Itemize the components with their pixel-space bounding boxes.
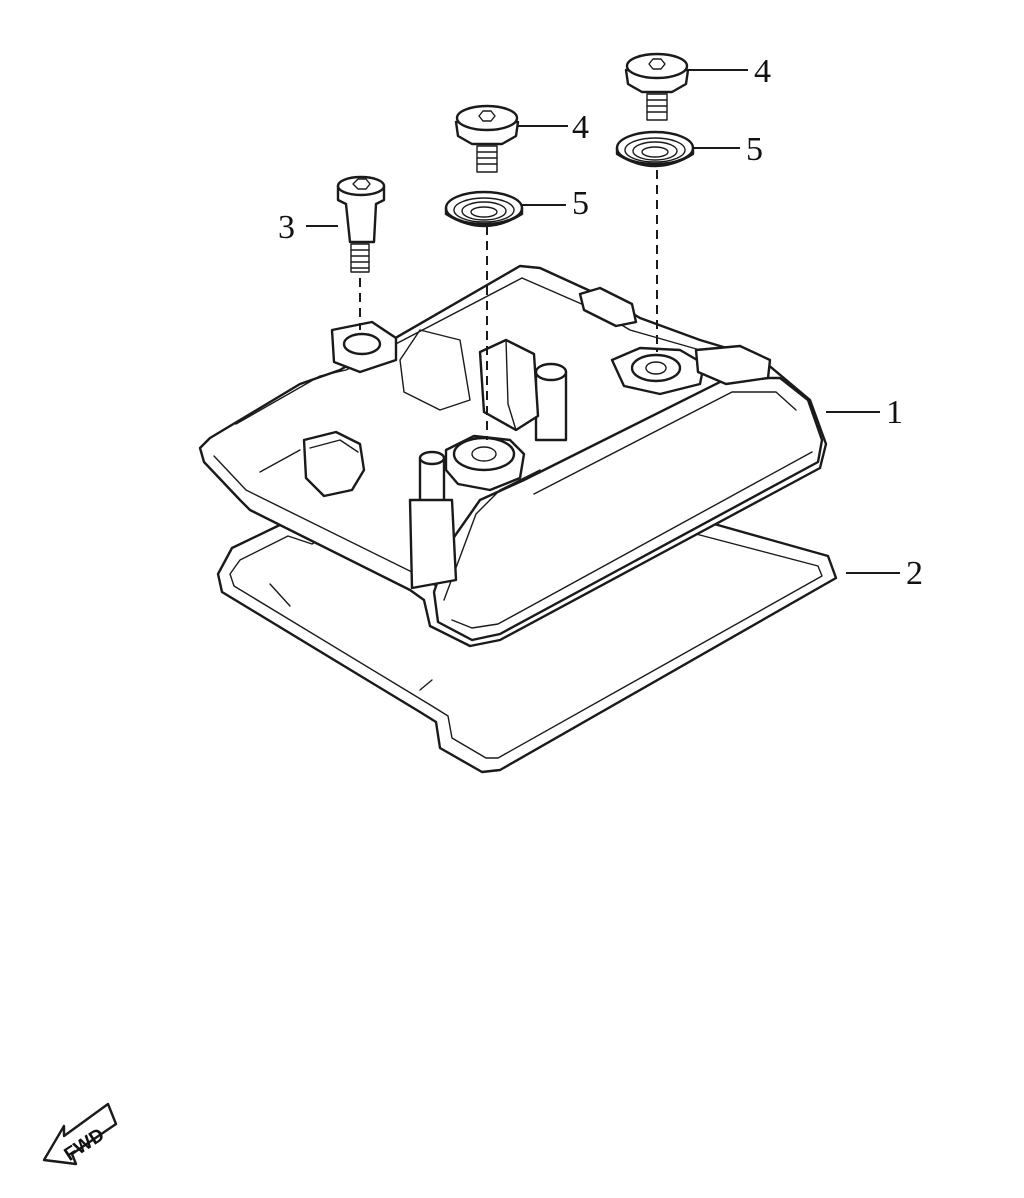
assembly-lines (359, 170, 658, 440)
flange-bolt-part-right (624, 52, 690, 121)
callout-2: 2 (906, 555, 923, 592)
callout-leaders (306, 69, 900, 574)
callout-3: 3 (278, 209, 295, 246)
callout-5-right: 5 (746, 131, 763, 168)
shoulder-bolt-part (336, 175, 386, 273)
flange-bolt-part-left (454, 104, 520, 173)
valve-cover-part (198, 264, 828, 648)
callout-5-left: 5 (572, 185, 589, 222)
callout-4-right: 4 (754, 53, 771, 90)
forward-arrow-icon: FWD (42, 1102, 118, 1166)
seal-washer-part-right (615, 130, 695, 168)
callout-1: 1 (886, 394, 903, 431)
seal-washer-part-left (444, 190, 524, 228)
callout-4-left: 4 (572, 109, 589, 146)
